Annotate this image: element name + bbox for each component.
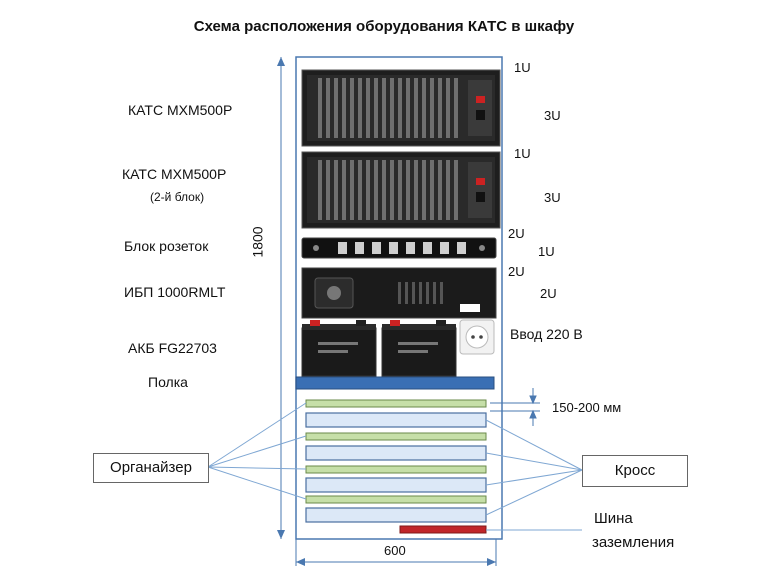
- unit-3u-a: 3U: [544, 108, 561, 123]
- battery-2: [381, 320, 457, 377]
- organizer-bar-3: [305, 465, 487, 474]
- spacing-dimension: [490, 388, 540, 426]
- organizer-bar-1: [305, 399, 487, 408]
- diagram-title: Схема расположения оборудования КАТС в ш…: [193, 18, 575, 35]
- height-dimension: [277, 57, 285, 539]
- unit-3u-b: 3U: [544, 190, 561, 205]
- spacing-value: 150-200 мм: [552, 400, 622, 415]
- label-shelf: Полка: [148, 374, 188, 390]
- cross-label-box: Кросс: [582, 455, 688, 487]
- cross-label: Кросс: [614, 462, 656, 479]
- cross-panel-2: [305, 445, 487, 461]
- shelf: [295, 376, 495, 390]
- socket-strip: [301, 237, 497, 259]
- ground-label-line1: Шина: [594, 510, 633, 527]
- label-kats-2-note: (2-й блок): [150, 190, 205, 204]
- label-battery: АКБ FG22703: [128, 340, 217, 356]
- cross-panel-1: [305, 412, 487, 428]
- organizer-label: Органайзер: [110, 459, 192, 476]
- cross-panel-3: [305, 477, 487, 493]
- label-kats-2: КАТС MXM500P: [122, 166, 227, 182]
- unit-2u-c: 2U: [540, 286, 557, 301]
- ground-bus: [399, 525, 487, 534]
- ups-unit: [301, 267, 497, 319]
- cross-panel-4: [305, 507, 487, 523]
- label-input-220v: Ввод 220 В: [510, 326, 583, 342]
- unit-2u-b: 2U: [508, 264, 525, 279]
- organizer-label-box: Органайзер: [93, 453, 209, 483]
- unit-1u-c: 1U: [538, 244, 555, 259]
- height-value: 1800: [249, 226, 266, 258]
- kats-unit-2: [301, 151, 501, 229]
- organizer-bar-4: [305, 495, 487, 504]
- ground-label-line2: заземления: [592, 534, 675, 551]
- organizer-bar-2: [305, 432, 487, 441]
- rack-frame: [295, 56, 503, 540]
- label-kats-1: КАТС MXM500P: [128, 102, 233, 118]
- label-ups: ИБП 1000RMLT: [124, 284, 226, 300]
- label-sockets: Блок розеток: [124, 238, 209, 254]
- organizer-leaders: [207, 402, 307, 500]
- unit-1u-a: 1U: [514, 60, 531, 75]
- battery-1: [301, 320, 377, 377]
- power-socket-icon: [459, 319, 495, 355]
- kats-unit-1: [301, 69, 501, 147]
- cross-leaders: [485, 419, 583, 516]
- unit-2u-a: 2U: [508, 226, 525, 241]
- width-value: 600: [384, 543, 406, 558]
- unit-1u-b: 1U: [514, 146, 531, 161]
- width-dimension: [295, 539, 497, 566]
